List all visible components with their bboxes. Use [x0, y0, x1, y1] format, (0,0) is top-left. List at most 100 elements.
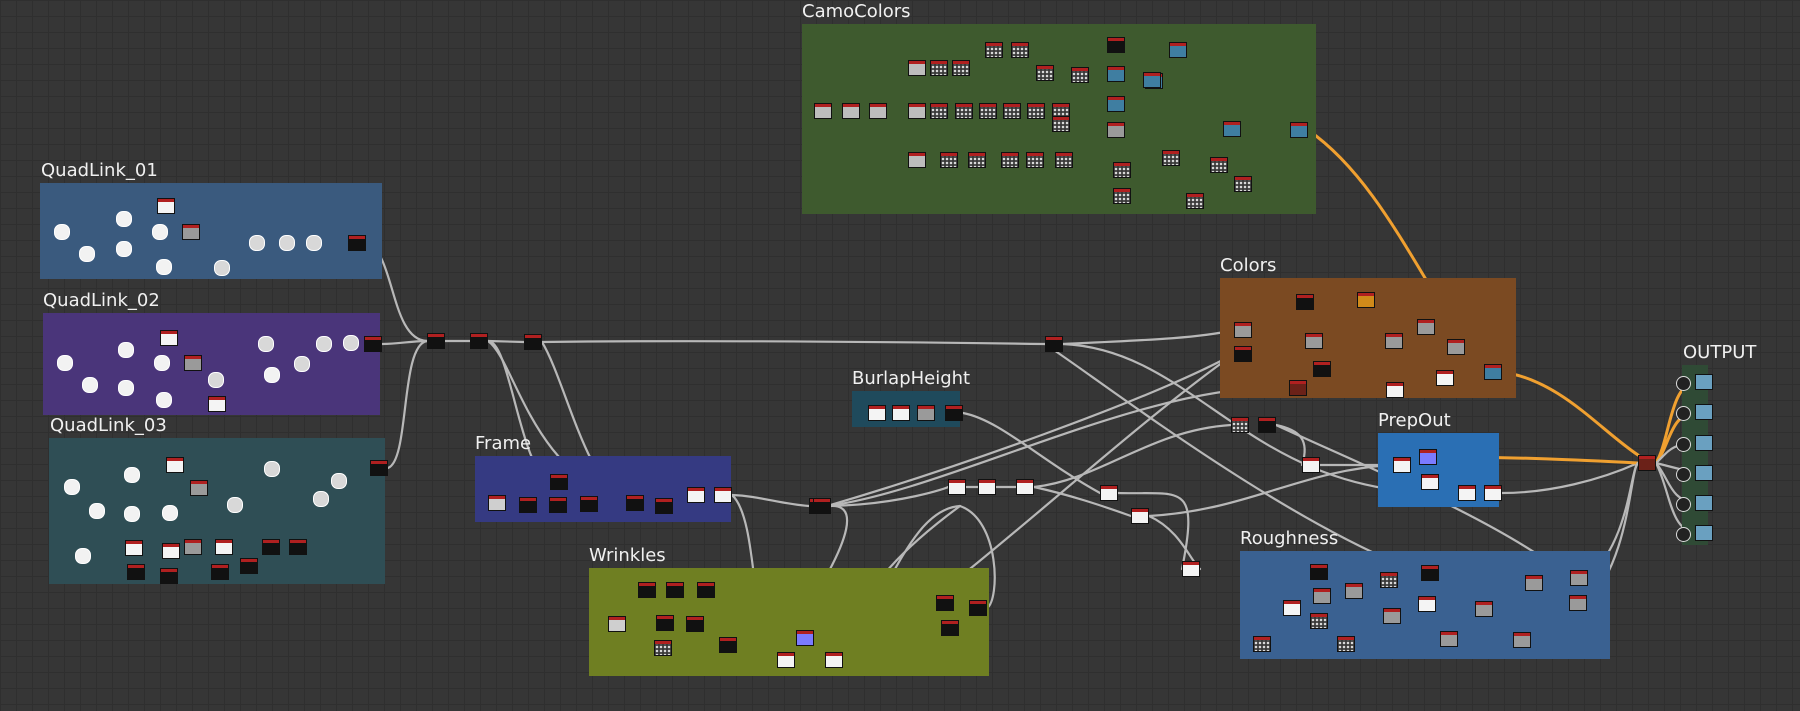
- graph-node[interactable]: [1417, 319, 1435, 335]
- graph-node[interactable]: [1380, 572, 1398, 588]
- output-pin-icon[interactable]: [1676, 437, 1691, 452]
- graph-node[interactable]: [89, 503, 105, 519]
- graph-node[interactable]: [214, 260, 230, 276]
- connection-wire[interactable]: [958, 504, 996, 610]
- graph-node[interactable]: [978, 479, 996, 495]
- graph-node[interactable]: [157, 198, 175, 214]
- graph-node[interactable]: [1182, 561, 1200, 577]
- graph-node[interactable]: [118, 380, 134, 396]
- graph-node[interactable]: [1386, 382, 1404, 398]
- output-node[interactable]: [1676, 465, 1713, 482]
- graph-node[interactable]: [1345, 583, 1363, 599]
- graph-node[interactable]: [127, 564, 145, 580]
- graph-node[interactable]: [655, 498, 673, 514]
- graph-node[interactable]: [1458, 485, 1476, 501]
- graph-node[interactable]: [156, 392, 172, 408]
- graph-node[interactable]: [82, 377, 98, 393]
- output-node[interactable]: [1676, 404, 1713, 421]
- graph-node[interactable]: [1570, 570, 1588, 586]
- connection-wire[interactable]: [1032, 485, 1133, 518]
- graph-node[interactable]: [869, 103, 887, 119]
- graph-node[interactable]: [240, 558, 258, 574]
- graph-node[interactable]: [1475, 601, 1493, 617]
- graph-node[interactable]: [1484, 364, 1502, 380]
- graph-node[interactable]: [1100, 485, 1118, 501]
- graph-node[interactable]: [1210, 157, 1228, 173]
- graph-node[interactable]: [550, 474, 568, 490]
- graph-node[interactable]: [289, 539, 307, 555]
- graph-node[interactable]: [945, 405, 963, 421]
- graph-node[interactable]: [427, 333, 445, 349]
- graph-node[interactable]: [1296, 294, 1314, 310]
- connection-wire[interactable]: [540, 340, 1047, 346]
- graph-node[interactable]: [825, 652, 843, 668]
- graph-node[interactable]: [1131, 508, 1149, 524]
- graph-node[interactable]: [1419, 449, 1437, 465]
- graph-node[interactable]: [1305, 333, 1323, 349]
- graph-node[interactable]: [1569, 595, 1587, 611]
- graph-node[interactable]: [316, 336, 332, 352]
- graph-node[interactable]: [1525, 575, 1543, 591]
- graph-node[interactable]: [279, 235, 295, 251]
- output-pin-icon[interactable]: [1676, 376, 1691, 391]
- graph-node[interactable]: [1513, 632, 1531, 648]
- graph-node[interactable]: [1421, 474, 1439, 490]
- graph-node[interactable]: [306, 235, 322, 251]
- graph-node[interactable]: [1113, 162, 1131, 178]
- graph-node[interactable]: [930, 103, 948, 119]
- graph-node[interactable]: [1143, 72, 1161, 88]
- graph-node[interactable]: [813, 498, 831, 514]
- graph-node[interactable]: [1421, 565, 1439, 581]
- graph-node[interactable]: [1231, 417, 1249, 433]
- graph-node[interactable]: [1113, 188, 1131, 204]
- connection-wire[interactable]: [1147, 463, 1395, 518]
- graph-node[interactable]: [294, 356, 310, 372]
- graph-node[interactable]: [208, 396, 226, 412]
- graph-node[interactable]: [1440, 631, 1458, 647]
- graph-node[interactable]: [1357, 292, 1375, 308]
- graph-node[interactable]: [638, 582, 656, 598]
- graph-node[interactable]: [152, 224, 168, 240]
- graph-node[interactable]: [1289, 380, 1307, 396]
- graph-node[interactable]: [796, 630, 814, 646]
- graph-node[interactable]: [968, 152, 986, 168]
- graph-node[interactable]: [227, 497, 243, 513]
- graph-node[interactable]: [1045, 336, 1063, 352]
- connection-wire[interactable]: [1500, 461, 1640, 495]
- graph-node[interactable]: [1234, 322, 1252, 338]
- graph-node[interactable]: [979, 103, 997, 119]
- graph-node[interactable]: [264, 367, 280, 383]
- graph-node[interactable]: [116, 211, 132, 227]
- graph-node[interactable]: [1447, 339, 1465, 355]
- graph-node[interactable]: [1186, 193, 1204, 209]
- graph-node[interactable]: [154, 355, 170, 371]
- graph-node[interactable]: [941, 620, 959, 636]
- graph-node[interactable]: [1223, 121, 1241, 137]
- graph-node[interactable]: [116, 241, 132, 257]
- graph-node[interactable]: [580, 496, 598, 512]
- graph-node[interactable]: [654, 640, 672, 656]
- graph-node[interactable]: [952, 60, 970, 76]
- graph-node[interactable]: [75, 548, 91, 564]
- graph-node[interactable]: [54, 224, 70, 240]
- connection-wire[interactable]: [380, 339, 429, 346]
- graph-node[interactable]: [57, 355, 73, 371]
- graph-node[interactable]: [777, 652, 795, 668]
- graph-node[interactable]: [1169, 42, 1187, 58]
- output-node[interactable]: [1676, 374, 1713, 391]
- graph-node[interactable]: [1393, 457, 1411, 473]
- graph-node[interactable]: [687, 487, 705, 503]
- graph-node[interactable]: [1253, 636, 1271, 652]
- graph-node[interactable]: [940, 152, 958, 168]
- connection-wire[interactable]: [1032, 423, 1233, 489]
- graph-node[interactable]: [124, 467, 140, 483]
- output-node[interactable]: [1676, 495, 1713, 512]
- graph-node[interactable]: [908, 60, 926, 76]
- graph-node[interactable]: [348, 235, 366, 251]
- graph-node[interactable]: [1027, 103, 1045, 119]
- graph-node[interactable]: [955, 103, 973, 119]
- graph-node[interactable]: [524, 334, 542, 350]
- graph-node[interactable]: [892, 405, 910, 421]
- graph-node[interactable]: [1337, 636, 1355, 652]
- graph-node[interactable]: [156, 259, 172, 275]
